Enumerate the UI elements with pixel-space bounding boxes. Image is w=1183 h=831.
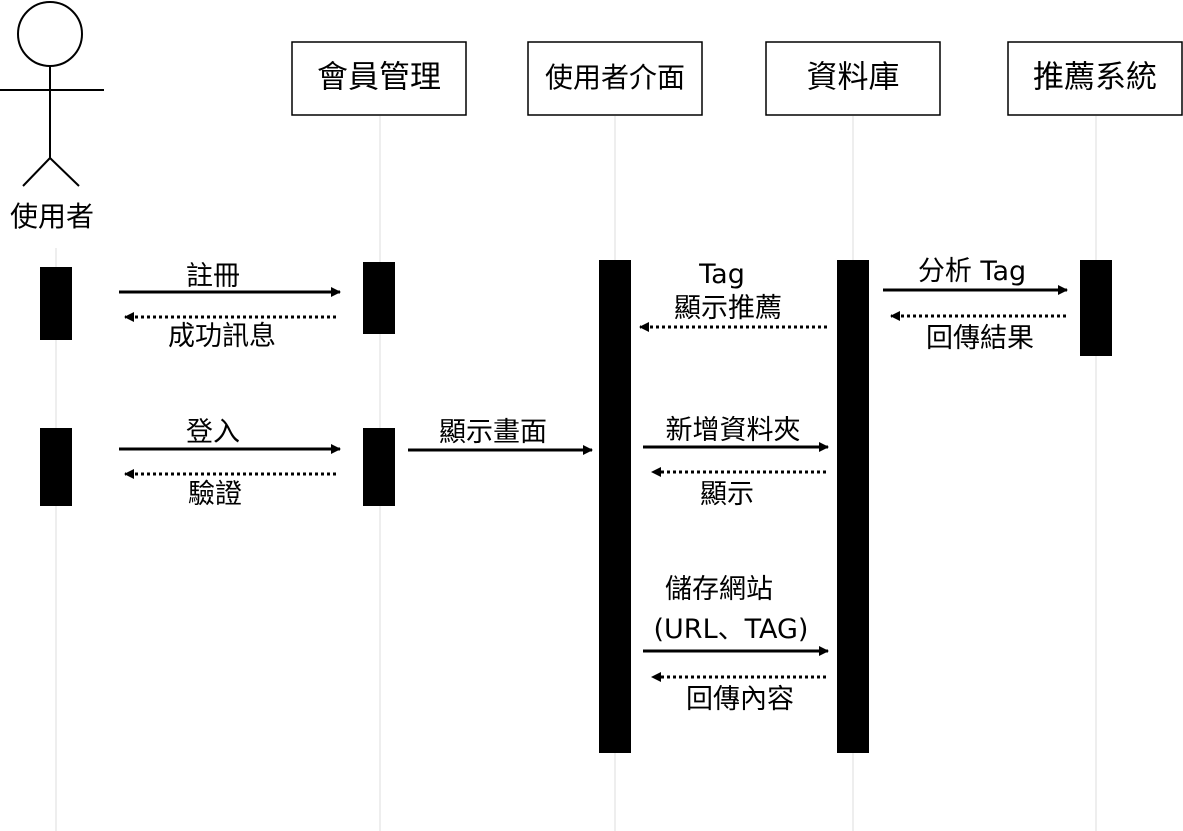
participant-rec: 推薦系統 bbox=[1007, 41, 1183, 116]
participant-label: 使用者介面 bbox=[545, 61, 685, 94]
message-label-save-site: 儲存網站 bbox=[665, 574, 773, 605]
message-label-add-folder: 新增資料夾 bbox=[666, 415, 801, 446]
message-label-analyze-tag: 分析 Tag bbox=[918, 256, 1026, 287]
message-label-url-tag: (URL、TAG) bbox=[654, 614, 809, 645]
activation-member-1 bbox=[363, 262, 395, 334]
message-label-show-screen: 顯示畫面 bbox=[439, 417, 547, 448]
message-label-return-result: 回傳結果 bbox=[926, 323, 1034, 354]
message-label-show-recommend: 顯示推薦 bbox=[674, 293, 782, 324]
message-label-return-content: 回傳內容 bbox=[686, 684, 794, 715]
participant-db: 資料庫 bbox=[765, 41, 941, 116]
message-label-tag: Tag bbox=[698, 259, 745, 290]
message-label-verify: 驗證 bbox=[188, 479, 242, 510]
actor-icon bbox=[0, 1, 104, 187]
message-label-register: 註冊 bbox=[186, 261, 240, 292]
participant-member: 會員管理 bbox=[291, 41, 467, 116]
activation-user-1 bbox=[40, 267, 72, 340]
activation-rec bbox=[1080, 260, 1112, 356]
participant-ui: 使用者介面 bbox=[527, 41, 703, 116]
activation-member-2 bbox=[363, 428, 395, 506]
message-label-login: 登入 bbox=[186, 417, 240, 448]
participant-label: 資料庫 bbox=[807, 60, 900, 96]
participant-label: 會員管理 bbox=[317, 60, 441, 96]
activation-user-2 bbox=[40, 428, 72, 506]
participant-label: 推薦系統 bbox=[1033, 60, 1157, 96]
activation-db bbox=[837, 260, 869, 753]
message-label-show: 顯示 bbox=[700, 479, 754, 510]
actor-label: 使用者 bbox=[10, 200, 94, 233]
activation-ui bbox=[599, 260, 631, 753]
message-label-success: 成功訊息 bbox=[168, 321, 276, 352]
